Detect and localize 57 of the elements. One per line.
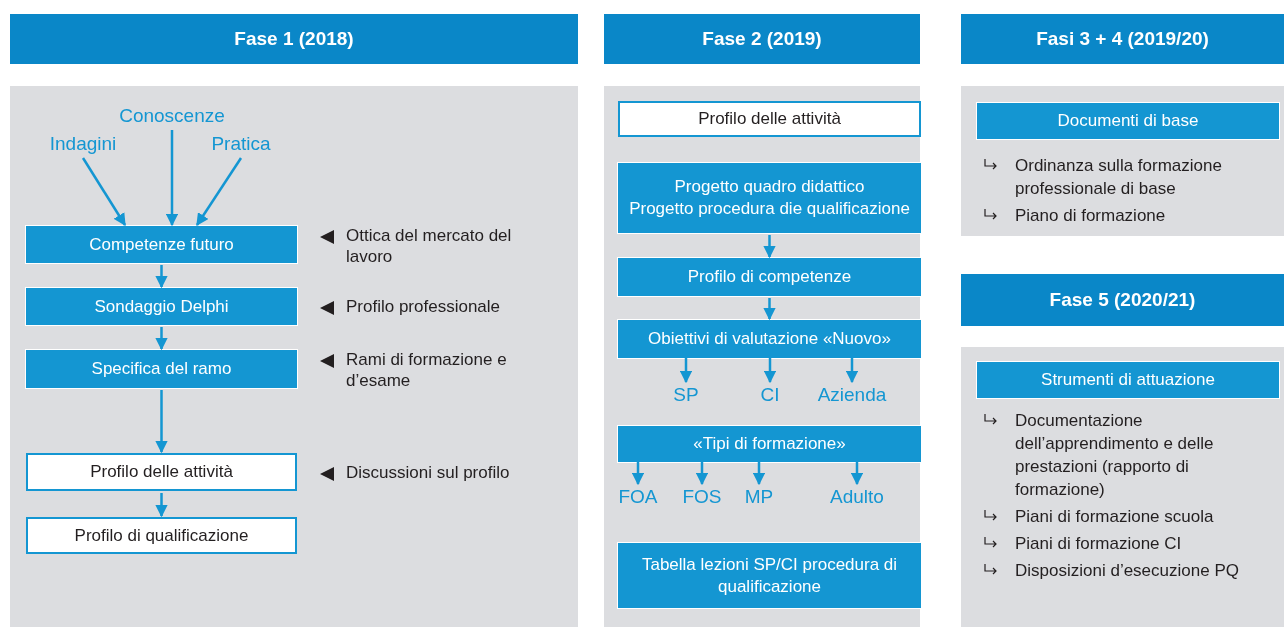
phase-header: Fase 1 (2018) — [10, 14, 578, 64]
process-box: Tabella lezioni SP/CI procedura di qualificazione — [618, 543, 921, 608]
arrow — [763, 298, 776, 321]
phase-header: Fase 5 (2020/21) — [961, 274, 1284, 326]
list-item: Documentazione dell’apprendimento e delle prestazioni (rapporto di formazione) — [1015, 410, 1215, 501]
flow-text: FOA — [616, 485, 660, 509]
flow-text: SP — [666, 383, 706, 407]
side-note: Ottica del mercato del lavoro — [346, 225, 513, 267]
process-box: Competenze futuro — [26, 226, 297, 263]
flow-text: CI — [752, 383, 788, 407]
process-box: «Tipi di formazione» — [618, 426, 921, 462]
arrow — [845, 358, 859, 384]
side-note: Rami di formazione e d’esame — [346, 349, 508, 391]
flow-text: Indagini — [43, 132, 123, 156]
flow-text: Pratica — [206, 132, 276, 156]
flow-text: Conoscenze — [112, 104, 232, 128]
arrow — [155, 327, 168, 351]
list-item: Piani di formazione CI — [1015, 533, 1182, 555]
arrow — [165, 130, 179, 227]
process-box: Strumenti di attuazione — [977, 362, 1279, 398]
phase-header: Fasi 3 + 4 (2019/20) — [961, 14, 1284, 64]
arrow — [763, 358, 777, 384]
flow-text: Adulto — [826, 485, 888, 509]
flow-text: MP — [740, 485, 778, 509]
phase-header: Fase 2 (2019) — [604, 14, 920, 64]
arrow — [81, 157, 127, 227]
list-item: Ordinanza sulla formazione professionale di base — [1015, 155, 1223, 200]
arrow — [155, 265, 168, 289]
arrow — [195, 157, 243, 227]
outline-box: Profilo delle attività — [26, 453, 297, 491]
arrow — [679, 358, 693, 384]
arrow — [850, 462, 864, 486]
phase-panel — [961, 347, 1284, 627]
phase-panel — [961, 86, 1284, 236]
arrow — [695, 462, 709, 486]
phase-panel — [10, 86, 578, 627]
process-box: Specifica del ramo — [26, 350, 297, 388]
process-box: Progetto quadro didattico Progetto procedura die qualificazione — [618, 163, 921, 233]
list-item: Piani di formazione scuola — [1015, 506, 1214, 528]
process-box: Profilo di competenze — [618, 258, 921, 296]
phase-panel — [604, 86, 920, 627]
process-box: Documenti di base — [977, 103, 1279, 139]
list-item: Piano di formazione — [1015, 205, 1166, 227]
flow-text: FOS — [680, 485, 724, 509]
arrow — [763, 235, 776, 259]
process-box: Obiettivi di valutazione «Nuovo» — [618, 320, 921, 358]
arrow — [631, 462, 645, 486]
list-item: Disposizioni d’esecuzione PQ — [1015, 560, 1239, 582]
side-note: Profilo professionale — [346, 296, 501, 317]
arrow — [155, 390, 168, 454]
side-note: Discussioni sul profilo — [346, 462, 510, 483]
outline-box: Profilo delle attività — [618, 101, 921, 137]
outline-box: Profilo di qualificazione — [26, 517, 297, 554]
flow-text: Azienda — [814, 383, 890, 407]
arrow — [752, 462, 766, 486]
process-box: Sondaggio Delphi — [26, 288, 297, 325]
arrow — [155, 493, 168, 518]
